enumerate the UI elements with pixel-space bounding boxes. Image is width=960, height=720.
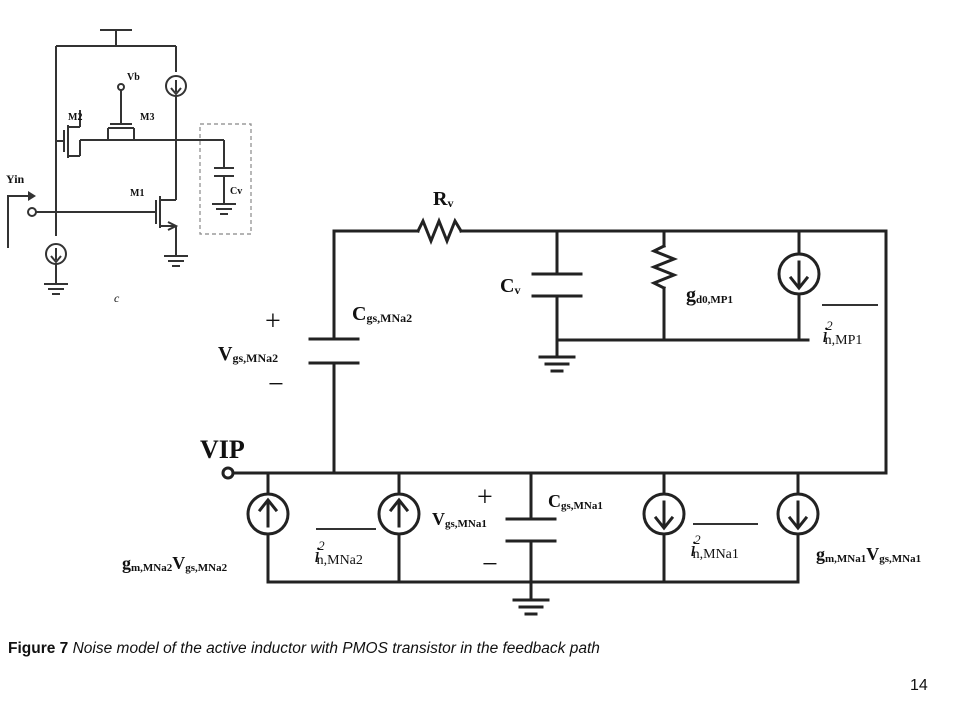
input-arrow-icon <box>7 191 36 248</box>
cv-label: Cv <box>500 275 520 297</box>
noise-current-source-mna1-icon <box>642 492 686 536</box>
ground-icon <box>164 255 188 267</box>
noise-current-source-mp1-icon <box>777 252 821 296</box>
noise-current-source-mna2-icon <box>377 492 421 536</box>
m2-label: M2 <box>68 112 82 123</box>
m2-transistor <box>56 110 81 158</box>
vip-label: VIP <box>200 435 245 464</box>
rv-label: Rv <box>433 188 453 210</box>
gd0-label: gd0,MP1 <box>686 284 733 306</box>
vgs-mna2-plus: + <box>265 306 281 337</box>
rv-resistor-icon <box>415 216 464 246</box>
inset-schematic: M2 Vb M3 Cv <box>6 29 252 305</box>
cgs-mna1-label: Cgs,MNa1 <box>548 491 603 512</box>
cv-capacitor-icon <box>531 272 583 298</box>
figure-caption-text: Noise model of the active inductor with … <box>72 640 600 657</box>
m1-label: M1 <box>130 188 144 199</box>
page-number: 14 <box>910 677 928 694</box>
vgs-mna1-label: Vgs,MNa1 <box>432 509 487 530</box>
gm-mna1-current-source-icon <box>776 492 820 536</box>
current-source-bottom-icon <box>45 243 67 265</box>
inset-cv-capacitor-icon <box>214 167 234 177</box>
vgs-mna1-minus: − <box>482 549 498 580</box>
vdd-symbol <box>100 29 132 46</box>
figure-caption: Figure 7 Noise model of the active induc… <box>8 640 600 658</box>
vgs-mna2-minus: − <box>268 369 284 400</box>
cgs-mna1-capacitor-icon <box>505 517 557 543</box>
current-source-top-icon <box>165 75 187 97</box>
ground-icon <box>512 598 550 616</box>
vb-label: Vb <box>127 72 140 83</box>
m1-transistor <box>155 196 179 231</box>
inset-cv-label: Cv <box>230 186 242 197</box>
m3-transistor <box>107 83 135 140</box>
gd0-resistor-icon <box>649 243 679 291</box>
m3-label: M3 <box>140 112 154 123</box>
inset-c-label: c <box>114 291 120 305</box>
vgs-mna1-plus: + <box>477 482 493 513</box>
gm-mna2-label: gm,MNa2Vgs,MNa2 <box>122 553 228 574</box>
ground-icon <box>212 203 236 215</box>
ground-icon <box>538 355 576 373</box>
yin-label: Yin <box>6 172 25 186</box>
noise-model-schematic: Rv Cgs,MNa2 + Vgs,MNa2 − Cv <box>122 188 921 616</box>
vgs-mna2-label: Vgs,MNa2 <box>218 343 278 365</box>
circuit-diagram: M2 Vb M3 Cv <box>6 29 921 616</box>
cgs-mna2-capacitor-icon <box>308 337 360 365</box>
cgs-mna2-label: Cgs,MNa2 <box>352 303 412 325</box>
ground-icon <box>44 283 68 295</box>
gm-mna1-label: gm,MNa1Vgs,MNa1 <box>816 544 921 565</box>
cv-dashed-box <box>199 123 252 235</box>
gm-mna2-current-source-icon <box>246 492 290 536</box>
figure-number: Figure 7 <box>8 640 69 657</box>
